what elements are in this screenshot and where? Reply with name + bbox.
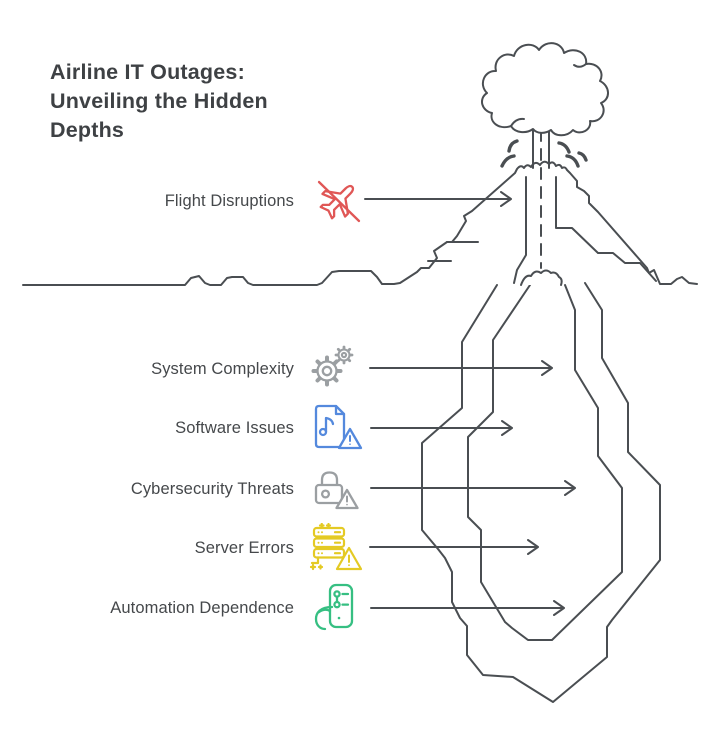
vent-left-wall [513,176,527,284]
system-complexity-label: System Complexity [151,359,294,378]
server-errors-label: Server Errors [194,538,294,557]
cloud-inner-puff-right [573,63,587,68]
legend-row-software-issues: Software Issues [175,403,366,453]
underground-outer-shape [421,282,661,703]
flight-disruptions-label: Flight Disruptions [164,191,294,210]
automation-icon [314,583,354,631]
server-alert-icon [309,523,363,571]
automation-dependence-label: Automation Dependence [110,598,294,617]
legend-row-flight-disruptions: Flight Disruptions [165,176,366,226]
arrow-cybersecurity-threats [370,480,576,496]
legend-row-cybersecurity-threats: Cybersecurity Threats [131,464,366,514]
lava-mound [520,269,563,286]
legend-row-system-complexity: System Complexity [151,344,366,394]
no-fly-plane-icon [317,180,361,223]
gears-icon [311,345,354,387]
lava-splashes [500,139,588,168]
underground-inner-shape [467,284,623,641]
arrow-system-complexity [369,360,553,376]
legend-row-server-errors: Server Errors [195,523,366,573]
arrow-automation-dependence [370,600,565,616]
vent-right-wall-terrace [555,176,657,282]
pointer-arrows [364,191,576,616]
cybersecurity-threats-label: Cybersecurity Threats [130,479,294,498]
lock-alert-icon [314,471,359,510]
cloud-inner-puff-left [510,117,525,127]
eruption-cloud [480,42,609,137]
arrow-software-issues [370,420,513,436]
legend-row-automation-dependence: Automation Dependence [110,583,366,633]
arrow-server-errors [369,539,539,555]
file-alert-icon [314,404,363,450]
page-title: Airline IT Outages: Unveiling the Hidden… [50,60,268,142]
arrow-flight-disruptions [364,191,512,207]
terrain-outline [22,160,698,286]
software-issues-label: Software Issues [175,418,294,437]
